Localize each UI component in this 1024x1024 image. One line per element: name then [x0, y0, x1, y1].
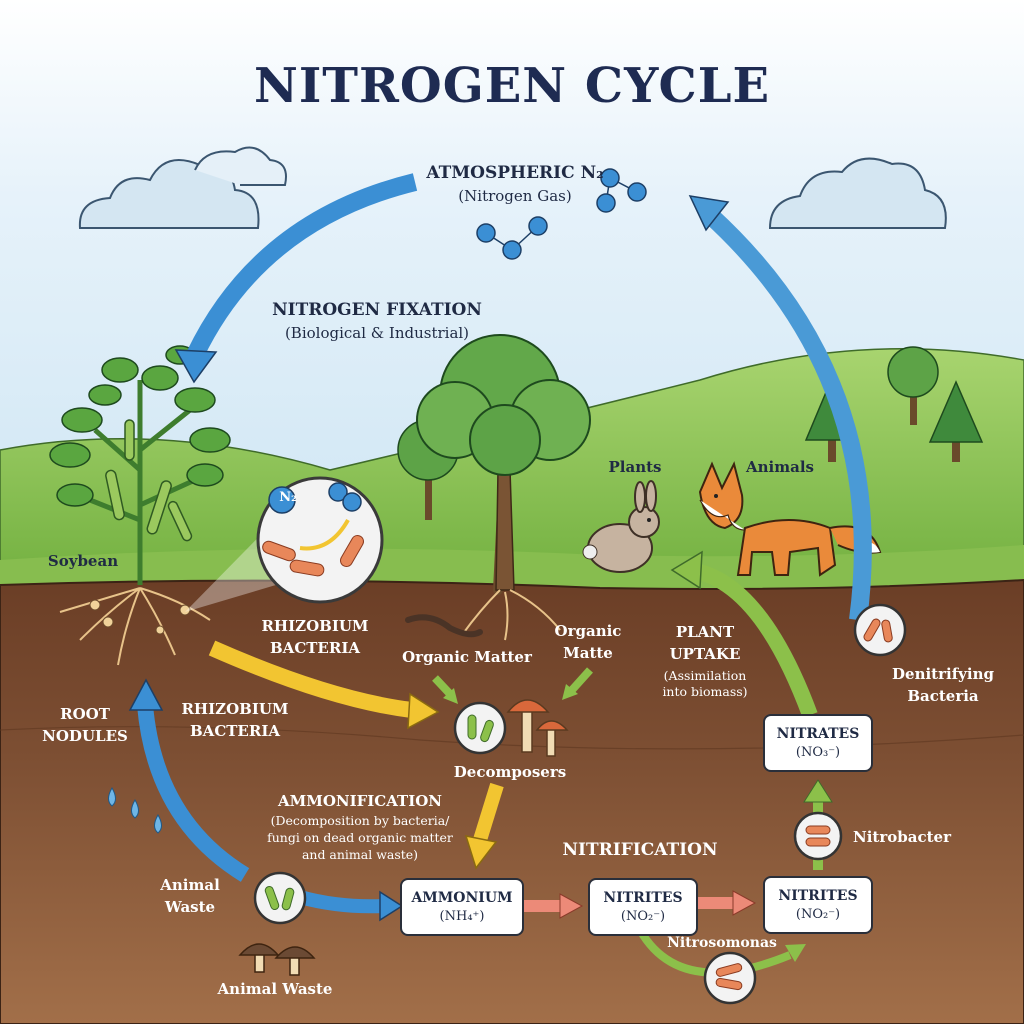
mushrooms-decomposers — [506, 699, 569, 757]
ammonium-to-nitrites-arrowhead — [559, 893, 584, 919]
ammonification-note-1: (Decomposition by bacteria/ — [270, 813, 450, 828]
nitrification-label: NITRIFICATION — [562, 840, 718, 860]
ammonium-box: AMMONIUM (NH₄⁺) — [400, 878, 524, 936]
nitrobacter-label: Nitrobacter — [853, 828, 951, 846]
small-tree-right — [887, 346, 939, 425]
soybean-plant — [49, 345, 231, 666]
ammonification-note-2: fungi on dead organic matter — [267, 830, 453, 845]
diagram-title: NITROGEN CYCLE — [253, 58, 771, 114]
denitrifying-label-1: Denitrifying — [892, 665, 994, 683]
decomposition-arrowhead — [407, 692, 440, 730]
nitrogen-fixation-arrowhead — [174, 349, 218, 384]
nitrogen-fixation-arrow — [186, 173, 418, 359]
nitrites-2-formula: (NO₂⁻) — [795, 906, 841, 922]
organic-right-arrow — [569, 667, 593, 693]
nitrites-1-formula: (NO₂⁻) — [620, 908, 666, 924]
animal-waste-to-ammonium-arrow — [298, 890, 386, 914]
animals-label: Animals — [746, 458, 814, 476]
organic-left-arrow — [432, 675, 453, 697]
cloud-left — [78, 146, 287, 229]
pine-tree-2 — [928, 380, 984, 462]
animal-waste-to-ammonium-arrowhead — [379, 890, 404, 922]
ammonification-label: AMMONIFICATION — [277, 792, 443, 810]
n2-badge: N₂ — [279, 490, 297, 505]
animal-waste-upper-label-2: Waste — [164, 898, 216, 916]
nitrosomonas-label: Nitrosomonas — [667, 935, 777, 951]
nitrosomonas-arrowhead — [785, 944, 806, 962]
ammonification-arrowhead — [464, 835, 498, 870]
ammonium-formula: (NH₄⁺) — [439, 908, 485, 924]
n2-molecule-1 — [596, 168, 647, 213]
nitrobacter-bacteria-circle — [793, 811, 843, 861]
plant-uptake-label-1: PLANT — [675, 623, 735, 641]
plant-uptake-note-2: into biomass) — [662, 684, 748, 699]
organic-left-arrowhead — [443, 688, 458, 704]
animal-waste-bacteria-circle — [253, 871, 307, 925]
atmospheric-n2-subheading: (Nitrogen Gas) — [458, 187, 572, 205]
ammonification-arrow — [473, 782, 504, 843]
organic-matter-twig — [405, 614, 483, 638]
water-droplets — [108, 787, 162, 834]
decomposers-label: Decomposers — [453, 763, 567, 781]
nitrates-name: NITRATES — [776, 725, 860, 742]
organic-matter-right-label-1: Organic — [554, 622, 622, 640]
ammonium-name: AMMONIUM — [411, 889, 513, 906]
rhizobium-magnified-bubble — [256, 476, 384, 604]
organic-matter-left-label: Organic Matter — [402, 648, 532, 666]
decomposition-arrow — [208, 640, 413, 718]
rhizobium-lower-label-1: RHIZOBIUM — [181, 700, 289, 718]
animal-waste-lower-label: Animal Waste — [217, 980, 333, 998]
n2-molecule-2 — [476, 216, 548, 260]
nitrates-box: NITRATES (NO₃⁻) — [763, 714, 873, 772]
rabbit — [582, 480, 660, 573]
nitrobacter-arrowhead — [803, 779, 833, 803]
plant-uptake-arrow — [688, 562, 818, 718]
soybean-label: Soybean — [47, 552, 119, 570]
nitrogen-fixation-subheading: (Biological & Industrial) — [284, 324, 470, 342]
cloud-right — [768, 157, 947, 229]
rhizobium-upper-label-2: BACTERIA — [270, 639, 360, 657]
nitrosomonas-arrow — [636, 927, 792, 977]
nitrosomonas-bacteria-circle — [703, 951, 757, 1005]
rhizobium-lower-label-2: BACTERIA — [190, 722, 280, 740]
plants-label: Plants — [608, 458, 662, 476]
animal-waste-return-arrowhead — [128, 678, 164, 711]
rhizobium-upper-label-1: RHIZOBIUM — [261, 617, 369, 635]
atmospheric-n2-heading: ATMOSPHERIC N₂ — [426, 163, 604, 183]
nitrites-box-2: NITRITES (NO₂⁻) — [763, 876, 873, 934]
nitrogen-fixation-heading: NITROGEN FIXATION — [272, 300, 482, 320]
denitrifying-label-2: Bacteria — [907, 687, 979, 705]
denitrifying-bacteria-circle — [853, 603, 907, 657]
nitrites-1-name: NITRITES — [603, 889, 683, 906]
decomposer-bacteria-circle — [453, 701, 507, 755]
organic-right-arrowhead — [562, 684, 578, 700]
nitrates-formula: (NO₃⁻) — [795, 744, 841, 760]
organic-matter-right-label-2: Matte — [563, 644, 613, 662]
animal-waste-return-arrow — [137, 704, 250, 882]
root-nodules-label-2: NODULES — [42, 727, 128, 745]
main-tree — [416, 334, 591, 641]
animal-waste-upper-label-1: Animal — [160, 876, 220, 894]
nitrites-2-name: NITRITES — [778, 887, 858, 904]
root-nodules-label-1: ROOT — [60, 705, 110, 723]
mushrooms-animal-waste — [238, 943, 316, 976]
denitrification-arrowhead — [688, 195, 730, 232]
nitrites-to-nitrites-arrowhead — [732, 890, 757, 916]
nitrites-box-1: NITRITES (NO₂⁻) — [588, 878, 698, 936]
plant-uptake-label-2: UPTAKE — [669, 645, 741, 663]
ammonification-note-3: and animal waste) — [301, 847, 419, 862]
denitrification-arrow — [703, 208, 872, 622]
plant-uptake-note-1: (Assimilation — [663, 668, 747, 683]
plant-uptake-arrowhead — [670, 550, 703, 590]
